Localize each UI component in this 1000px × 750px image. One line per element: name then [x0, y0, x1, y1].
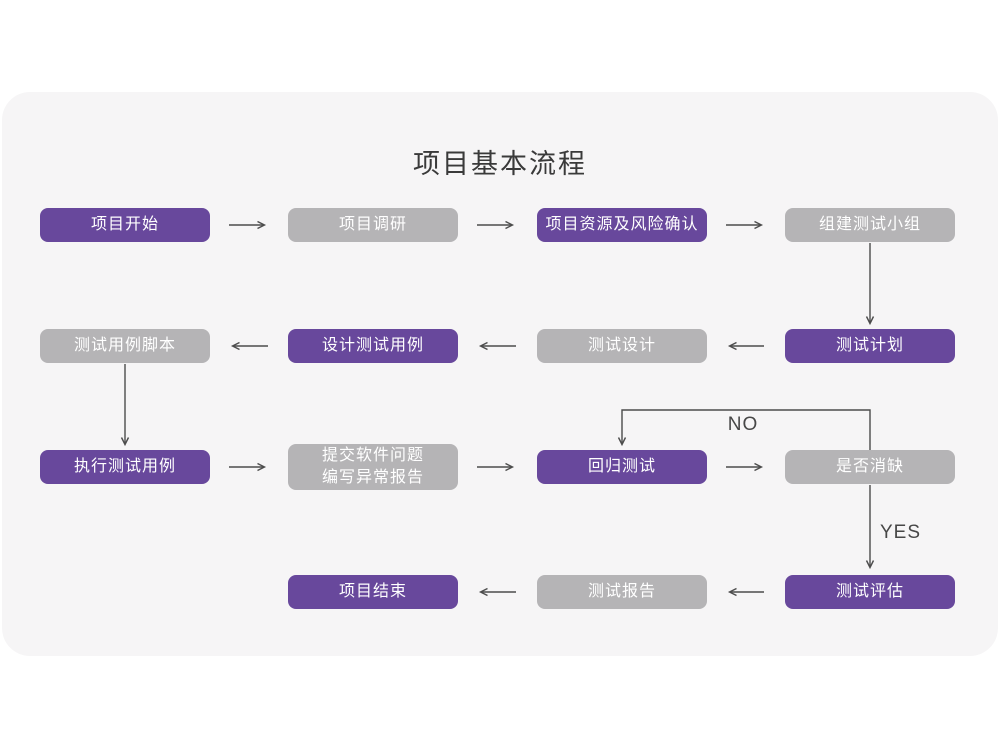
node-project-start: 项目开始 — [40, 208, 210, 242]
node-test-evaluate: 测试评估 — [785, 575, 955, 609]
node-test-report: 测试报告 — [537, 575, 707, 609]
page-title: 项目基本流程 — [413, 149, 587, 179]
node-design-test-cases: 设计测试用例 — [288, 329, 458, 363]
node-test-plan: 测试计划 — [785, 329, 955, 363]
flowchart-card — [2, 92, 998, 656]
node-submit-issue-report: 提交软件问题 编写异常报告 — [288, 444, 458, 490]
node-execute-test-cases: 执行测试用例 — [40, 450, 210, 484]
node-project-research: 项目调研 — [288, 208, 458, 242]
node-project-end: 项目结束 — [288, 575, 458, 609]
node-test-case-script: 测试用例脚本 — [40, 329, 210, 363]
edge-label-no: NO — [727, 414, 759, 435]
node-regression-test: 回归测试 — [537, 450, 707, 484]
node-build-test-team: 组建测试小组 — [785, 208, 955, 242]
node-test-design: 测试设计 — [537, 329, 707, 363]
edge-label-yes: YES — [880, 522, 922, 543]
node-defect-cleared-check: 是否消缺 — [785, 450, 955, 484]
node-risk-confirm: 项目资源及风险确认 — [537, 208, 707, 242]
